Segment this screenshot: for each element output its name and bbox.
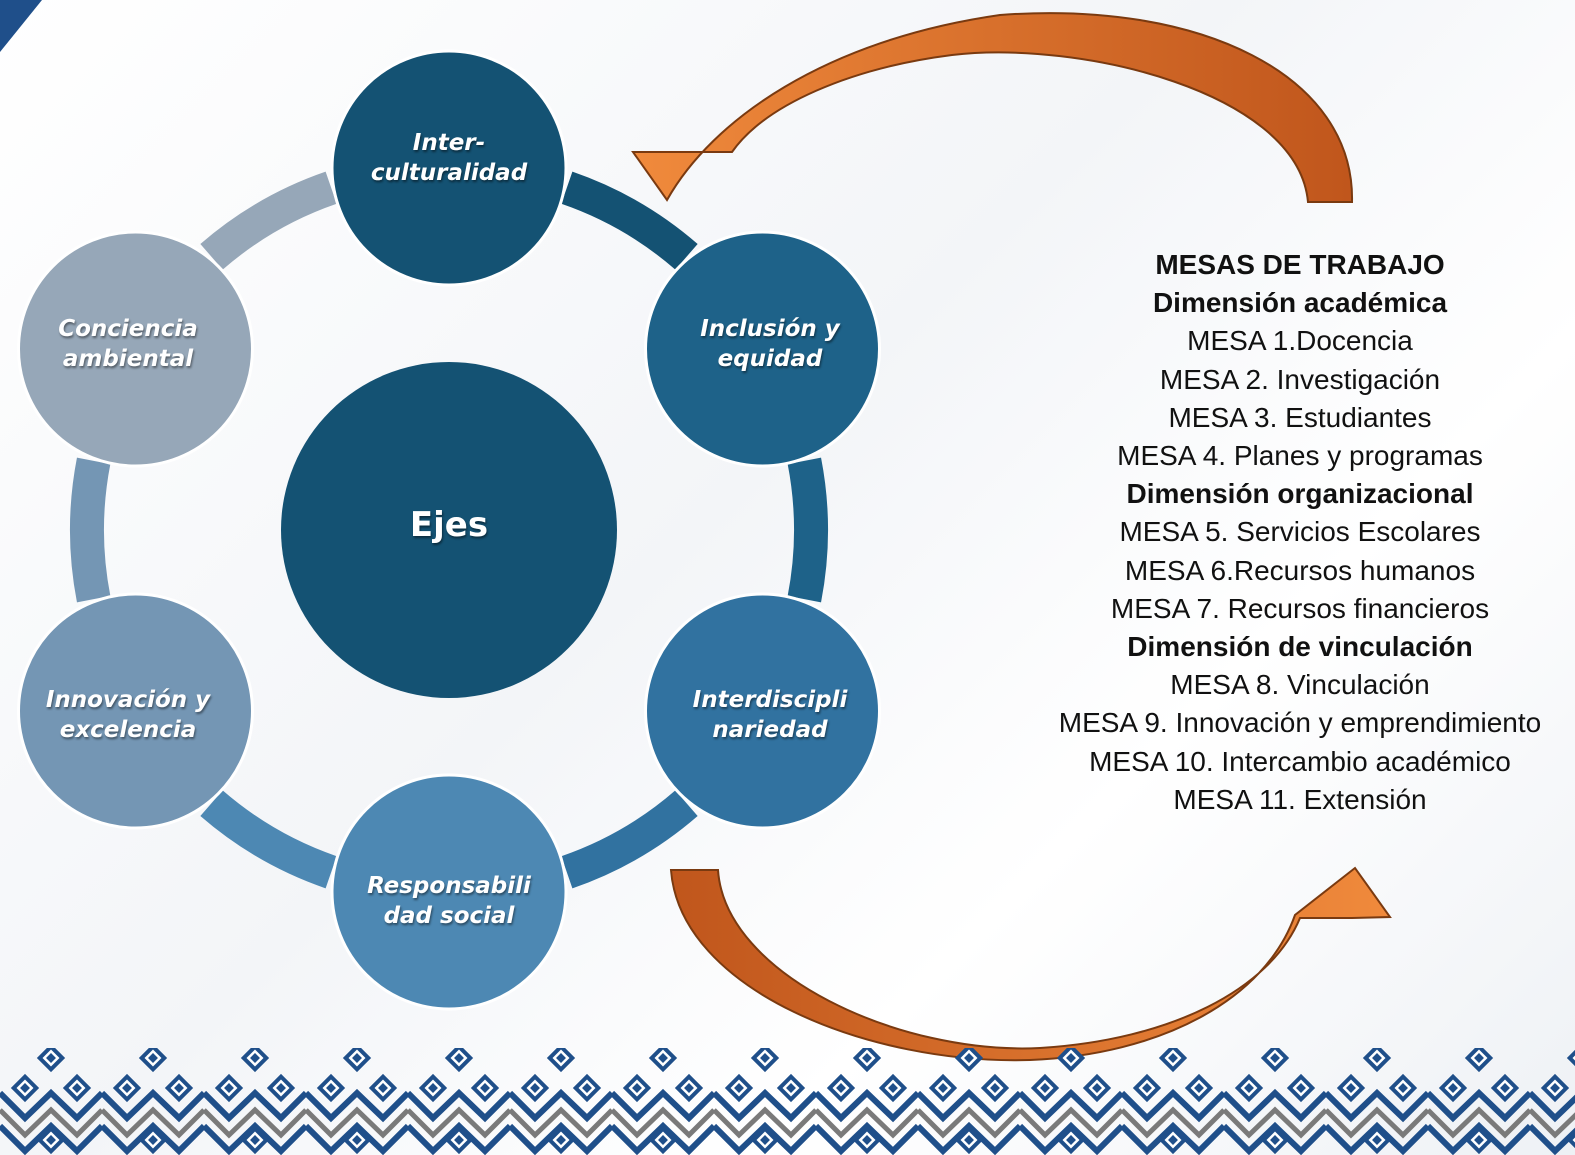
dimension-academica: Dimensión académica	[1152, 287, 1448, 319]
corner-decoration	[0, 0, 42, 52]
mesa-4: MESA 4. Planes y programas	[1117, 440, 1483, 472]
mesa-3: MESA 3. Estudiantes	[1168, 401, 1432, 433]
mesa-6: MESA 6.Recursos humanos	[1124, 554, 1476, 586]
ring-segment-inclusion	[787, 457, 828, 603]
mesas-heading: MESAS DE TRABAJO	[1155, 249, 1445, 280]
node-label-interdisciplinariedad: Interdiscipli nariedad	[692, 687, 848, 743]
cycle-ring	[70, 171, 828, 889]
dimension-organizacional: Dimensión organizacional	[1126, 478, 1474, 510]
mesa-7: MESA 7. Recursos financieros	[1110, 592, 1490, 624]
mesa-10: MESA 10. Intercambio académico	[1089, 745, 1511, 777]
mesa-5: MESA 5. Servicios Escolares	[1119, 516, 1481, 548]
node-label-conciencia: Conciencia ambiental	[58, 316, 198, 372]
ring-segment-interculturalidad	[561, 171, 698, 270]
node-label-interculturalidad: Inter- culturalidad	[370, 130, 528, 186]
tribal-border-pattern	[0, 1048, 1575, 1155]
mesas-de-trabajo-list: MESAS DE TRABAJO Dimensión académica MES…	[1030, 246, 1570, 819]
mesa-2: MESA 2. Investigación	[1159, 363, 1441, 395]
node-circle-innovacion	[16, 592, 254, 830]
node-label-responsabilidad: Responsabili dad social	[367, 873, 531, 929]
node-circle-conciencia	[16, 230, 254, 468]
ring-segment-innovacion	[70, 457, 111, 603]
ring-segment-responsabilidad	[200, 790, 337, 889]
mesa-1: MESA 1.Docencia	[1187, 325, 1413, 357]
dimension-vinculacion: Dimensión de vinculación	[1127, 631, 1473, 663]
ring-segment-conciencia	[200, 171, 337, 270]
node-circle-interculturalidad	[330, 49, 568, 287]
bottom-curved-arrow	[669, 866, 1392, 1062]
node-circle-responsabilidad	[330, 773, 568, 1011]
node-label-inclusion: Inclusión y equidad	[700, 316, 840, 372]
ring-segment-interdisciplinariedad	[561, 790, 698, 889]
mesa-11: MESA 11. Extensión	[1173, 783, 1427, 815]
node-circle-inclusion	[644, 230, 882, 468]
center-label-ejes: Ejes	[409, 505, 489, 545]
mesa-8: MESA 8. Vinculación	[1170, 669, 1430, 701]
mesa-9: MESA 9. Innovación y emprendimiento	[1058, 707, 1542, 739]
top-curved-arrow	[631, 12, 1354, 203]
center-circle	[281, 362, 617, 698]
node-circle-interdisciplinariedad	[644, 592, 882, 830]
node-circles	[16, 49, 882, 1011]
node-label-innovacion: Innovación y excelencia	[45, 687, 211, 743]
